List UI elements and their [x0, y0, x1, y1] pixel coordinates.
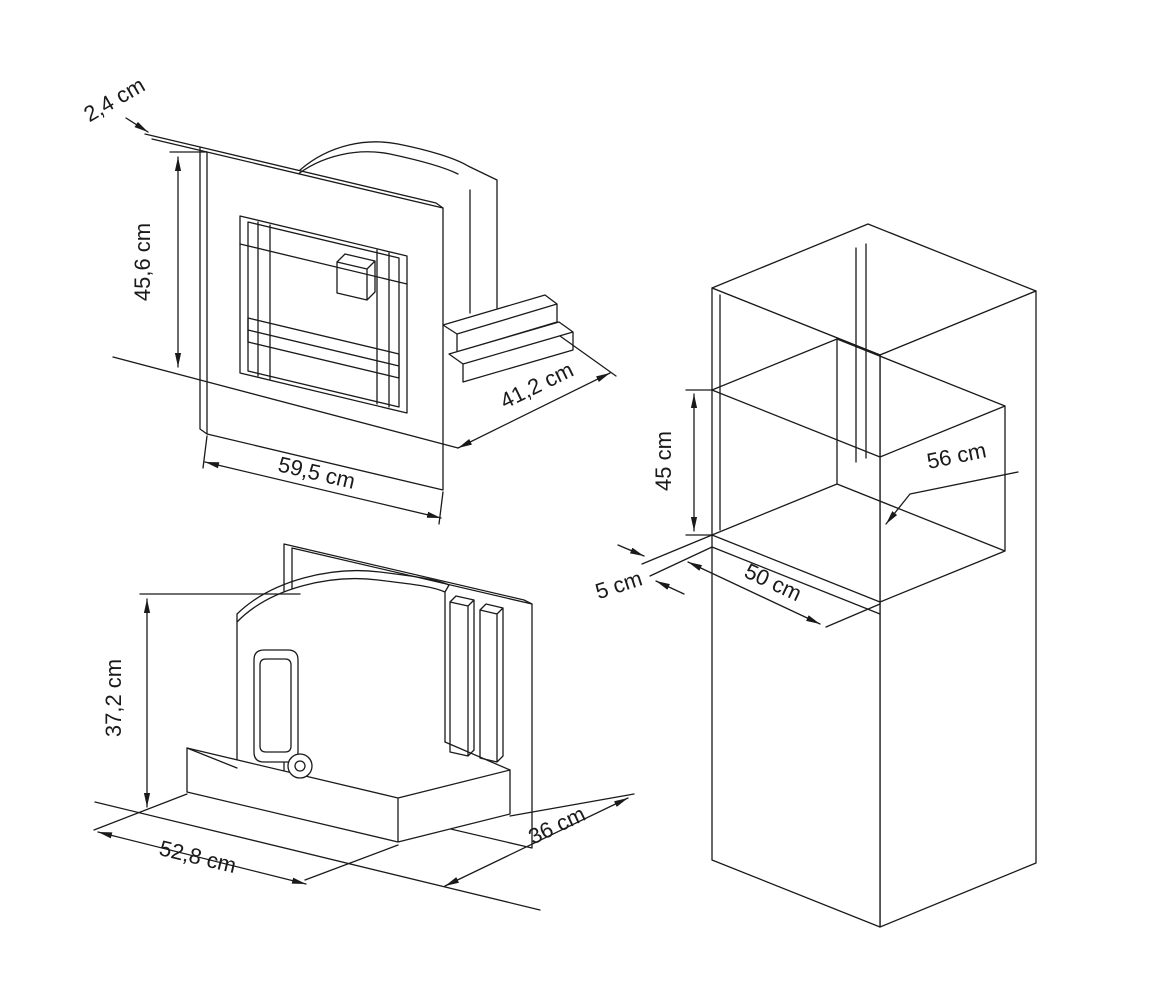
depth-dimension-line [457, 372, 611, 449]
dim-label-rear-width: 52,8 cm [157, 835, 239, 878]
panel-thickness-extension-lines [144, 133, 208, 153]
rear-depth-dimension-line [444, 797, 629, 887]
rear-width-extension-lines [93, 793, 399, 881]
niche-depth-extension-line [825, 603, 881, 628]
width-dimension-line [204, 461, 442, 519]
side-bracket-left [449, 595, 475, 757]
dim-label-rear-gap: 5 cm [592, 566, 645, 605]
side-bracket-right [479, 603, 504, 763]
front-view-drawing: 2,4 cm 45,6 cm 59,5 cm 41,2 cm [79, 72, 617, 525]
cable-grommet-outer [287, 753, 313, 779]
opening-interior-lines [239, 221, 408, 408]
cabinet-right-face [879, 290, 1037, 928]
width-extension-lines [202, 435, 444, 525]
rear-baseline [94, 801, 541, 911]
depth-extension-line [559, 335, 617, 377]
coffee-spout-block [336, 253, 376, 301]
rear-depth-extension-line [509, 793, 635, 817]
dim-label-front-height: 45,6 cm [130, 223, 155, 301]
drip-shelf [247, 317, 400, 379]
fascia-panel-thickness-edges [199, 146, 444, 435]
front-baseline [112, 356, 459, 449]
cabinet-drawing: 45 cm 56 cm 50 cm 5 cm [592, 223, 1037, 928]
dim-label-niche-height: 45 cm [651, 431, 676, 491]
rear-width-dimension-line [97, 831, 307, 885]
rear-body-silhouette [237, 578, 445, 768]
rear-gap-arrow-lower [655, 580, 685, 595]
base-plinth-connectors [186, 741, 511, 771]
niche-width-leader-arrow [885, 471, 1019, 525]
rear-body-edges [236, 570, 450, 769]
machine-dome-outline [292, 141, 498, 314]
niche-interior-lines [711, 338, 1006, 603]
fascia-panel [206, 151, 444, 491]
dim-label-rear-height: 37,2 cm [101, 659, 126, 737]
dim-label-panel-thickness: 2,4 cm [79, 72, 149, 127]
niche-depth-dimension-line [687, 561, 821, 625]
niche-height-extension-lines [685, 389, 713, 536]
rear-gap-arrow-upper [617, 544, 645, 557]
cable-grommet-inner [294, 760, 306, 772]
panel-thickness-leader-arrow [125, 117, 149, 133]
rear-view-drawing: 37,2 cm 52,8 cm 36 cm [93, 543, 635, 911]
cabinet-front-face [711, 287, 881, 928]
compartment-inner-verticals [719, 243, 867, 531]
rear-gap-parallel-lines [641, 534, 713, 577]
